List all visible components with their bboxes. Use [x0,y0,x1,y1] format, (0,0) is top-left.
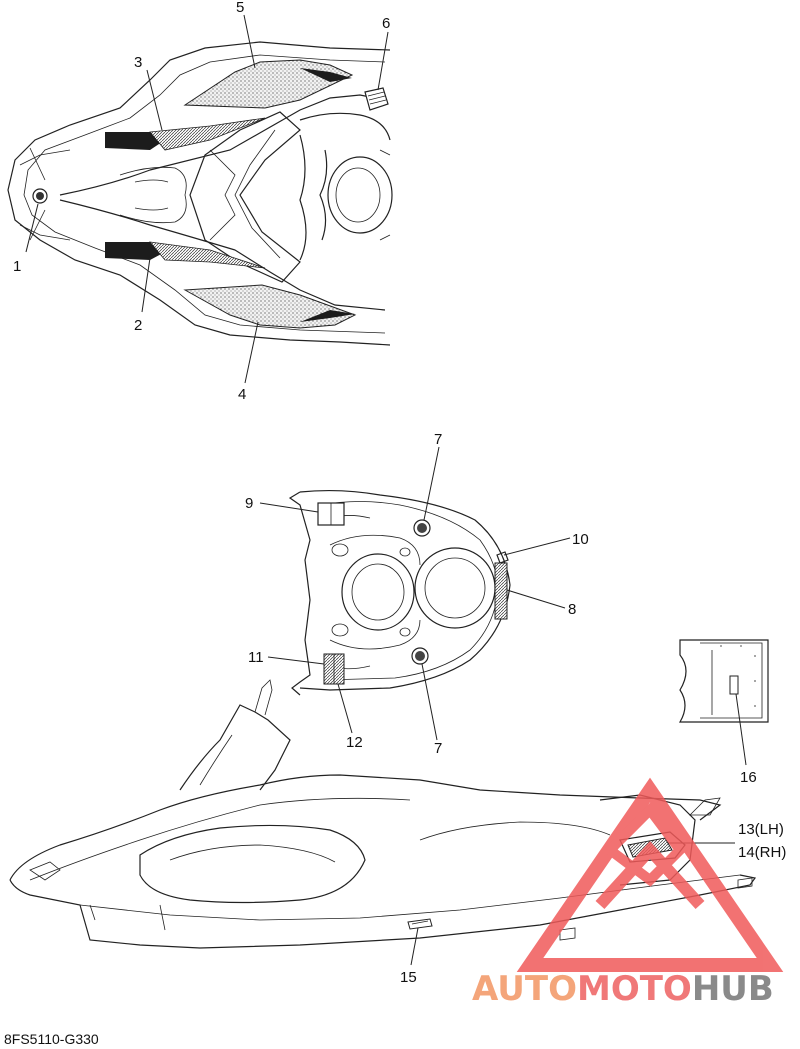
callout-1: 1 [13,258,21,275]
callout-7-bottom: 7 [434,740,442,757]
inner-panel-view [678,639,769,723]
leader-lines-middle [259,446,571,741]
callout-9: 9 [245,495,253,512]
callout-13: 13(LH) [738,821,784,838]
callout-7-top: 7 [434,431,442,448]
callout-2: 2 [134,317,142,334]
watermark-auto: AUTOMOTOHUB [472,969,774,1009]
callout-15: 15 [400,969,417,986]
callout-6: 6 [382,15,390,32]
leader-lines-top [25,14,389,384]
callout-8: 8 [568,601,576,618]
watermark-logo [516,777,784,972]
callout-14: 14(RH) [738,844,786,861]
callout-16: 16 [740,769,757,786]
callout-12: 12 [346,734,363,751]
callout-11: 11 [248,649,264,666]
front-hood-top-view [7,41,393,346]
rear-deck-top-view [288,489,511,696]
callout-5: 5 [236,0,244,16]
callout-10: 10 [572,531,589,548]
reference-code: 8FS5110-G330 [4,1031,99,1047]
callout-4: 4 [238,386,246,403]
callout-3: 3 [134,54,142,71]
